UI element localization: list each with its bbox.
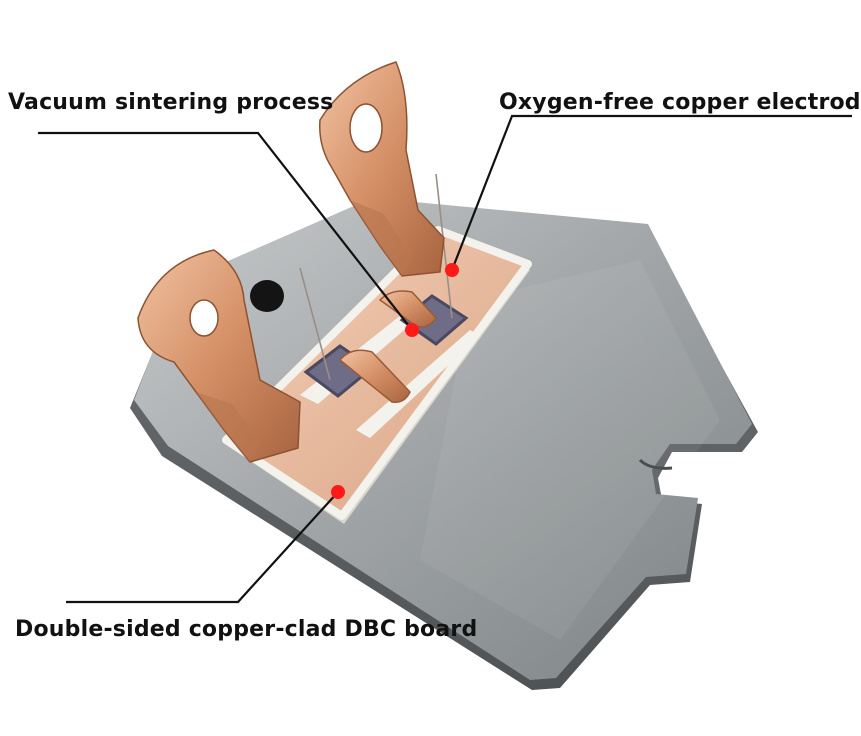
- electrode-hole-icon: [189, 299, 219, 337]
- callout-oxygen-free-copper: Oxygen-free copper electrode: [499, 90, 861, 115]
- marker-oxygen: [445, 263, 459, 277]
- leader-vacuum: [38, 131, 413, 331]
- marker-vacuum: [405, 323, 419, 337]
- marker-dbc: [331, 485, 345, 499]
- callout-dbc-board: Double-sided copper-clad DBC board: [15, 617, 478, 642]
- mounting-hole: [250, 280, 284, 312]
- aluminum-base-plate: [130, 198, 758, 690]
- leader-oxygen: [450, 114, 852, 271]
- callout-markers: [331, 263, 459, 499]
- copper-electrode-left: [137, 249, 301, 463]
- electrode-hole-icon: [349, 103, 383, 153]
- leader-dbc: [66, 491, 339, 604]
- copper-bridge-clips: [338, 290, 437, 404]
- copper-electrode-right: [319, 61, 445, 277]
- callout-vacuum-sintering: Vacuum sintering process: [8, 90, 334, 115]
- lead-wires: [299, 173, 453, 381]
- callout-leaders: [38, 114, 852, 604]
